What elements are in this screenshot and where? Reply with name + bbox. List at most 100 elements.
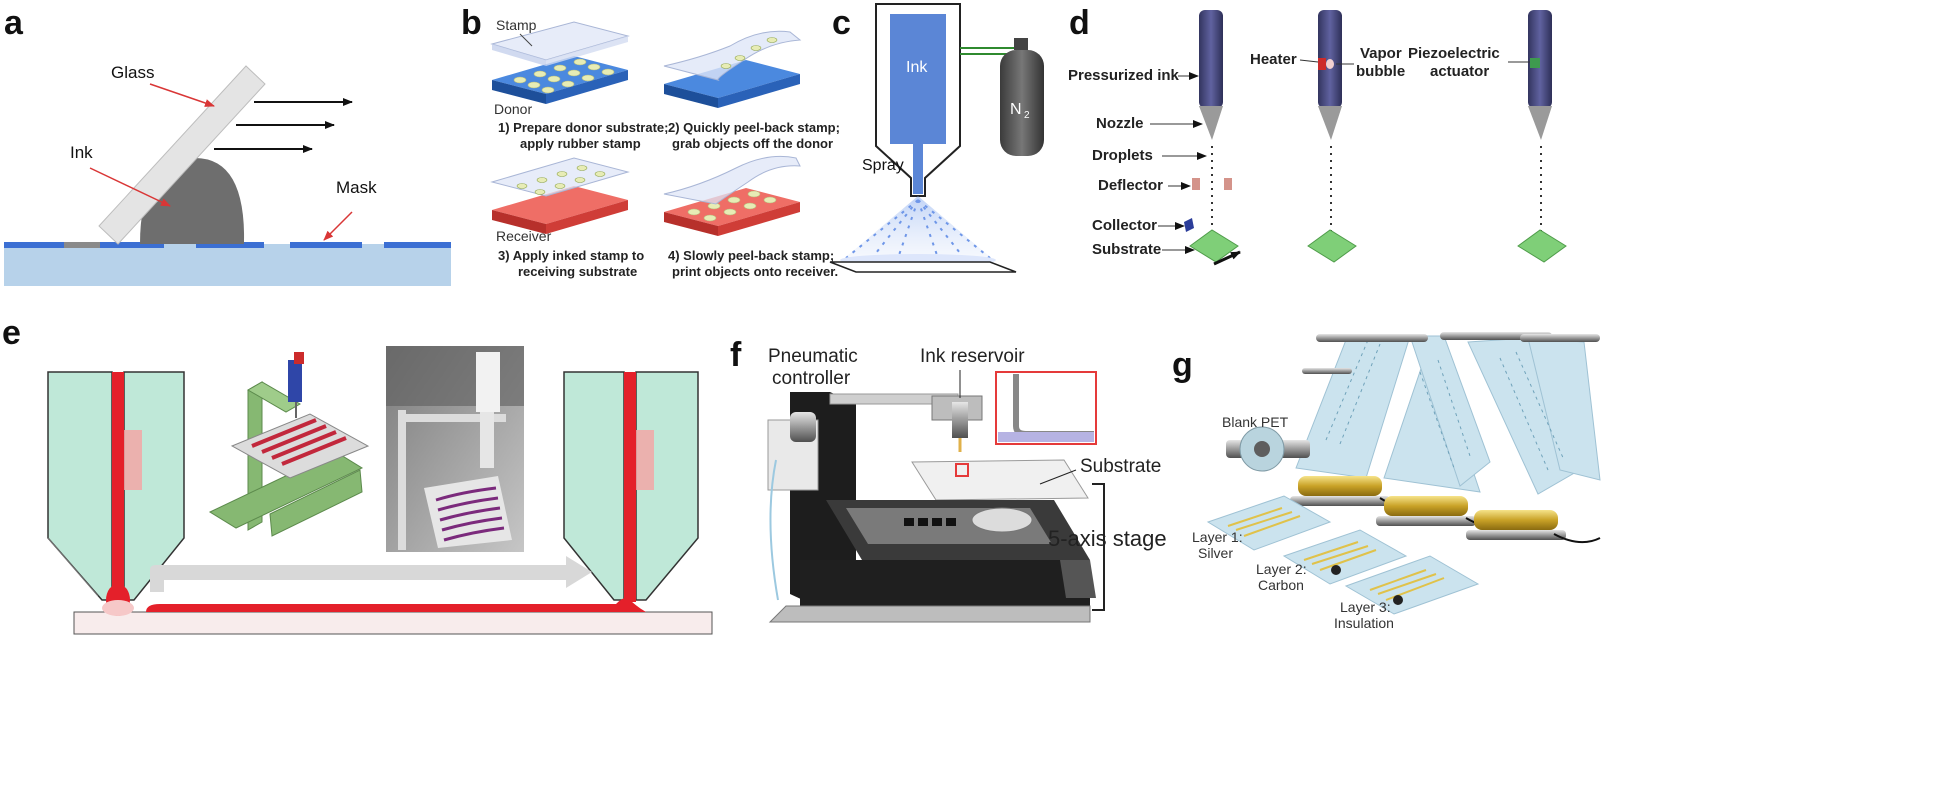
deflector-right [1224,178,1232,190]
stage-bolts [904,518,956,526]
panel-a-substrate [4,244,451,286]
panel-a-letter: a [4,4,24,42]
right-heat-zone [636,430,654,490]
label-vapor-1: Vapor [1360,45,1402,62]
label-collector: Collector [1092,217,1157,234]
donor2-side [664,84,718,108]
stage-bracket [1092,483,1105,611]
inset-ink-layer [998,432,1094,442]
stamp-side [492,44,546,66]
photo-printhead-body [480,412,494,468]
step1-line2: apply rubber stamp [520,136,641,151]
guide-rollers [1302,332,1600,374]
receiver4-side [664,212,718,236]
n2-cylinder [1000,50,1044,156]
label-mask: Mask [336,178,377,197]
label-substrate-f: Substrate [1080,456,1161,477]
photo-rail-top [406,414,506,422]
printed-lines [251,418,347,466]
pet-web [1295,335,1601,495]
collector [1184,218,1194,232]
label-nozzle: Nozzle [1096,115,1144,132]
step4-line1: 4) Slowly peel-back stamp; [668,248,834,263]
label-layer2-2: Carbon [1258,577,1304,593]
thermal-printhead [1307,10,1357,263]
pressurized-cartridge [1199,10,1223,108]
left-heat-zone [124,430,142,490]
printed-objects [687,190,777,222]
spray-substrate [829,261,1017,273]
receiver-front [546,200,628,234]
substrate-motion-arrow [1213,250,1241,266]
piezo-substrate [1517,229,1567,263]
label-pneumatic-1: Pneumatic [768,346,858,367]
piezo-printhead [1517,10,1567,263]
step4-illustration [663,155,801,236]
label-receiver: Receiver [496,228,552,244]
panel-d-letter: d [1069,4,1090,42]
label-pneumatic-2: controller [772,368,851,389]
stamp3-top [490,157,630,197]
ink-gap [64,242,100,248]
left-ink-spot [102,600,134,616]
stamp-peeling [663,30,802,81]
thermal-nozzle [1318,106,1342,140]
glass-blade [98,65,266,245]
label-layer1-1: Layer 1: [1192,529,1243,545]
label-layer3-1: Layer 3: [1340,599,1391,615]
donor2-top [664,60,800,98]
label-ink-c: Ink [906,59,928,76]
label-5-axis-stage: 5-axis stage [1048,526,1167,551]
photo-printhead [476,352,500,412]
panel-b-letter: b [461,4,482,42]
label-pressurized-ink: Pressurized ink [1068,67,1180,84]
donor-objects [513,58,615,94]
pointer-glass [149,83,215,107]
printer-photo [386,346,524,552]
label-layer2-1: Layer 2: [1256,561,1307,577]
right-ink-column [624,372,636,602]
donor-front [546,70,628,104]
label-glass: Glass [111,63,154,82]
vapor-bubble [1326,59,1334,69]
label-piezo-2: actuator [1430,63,1489,80]
receiver-side [492,210,546,234]
base-plate [768,605,1091,623]
printer-arm [246,381,302,413]
label-stamp: Stamp [496,17,537,33]
label-n2: N [1010,101,1022,118]
print-unit-3 [1466,510,1601,544]
pointer-substrate-f [1039,469,1077,485]
print-unit-1 [1290,476,1421,509]
pointer-stamp [519,33,533,47]
step2-illustration [663,30,802,108]
label-heater: Heater [1250,51,1297,68]
step3-illustration [490,157,630,234]
ink-reservoir-syringe [952,402,968,438]
printer-head-cap [294,352,304,364]
ink-channel [913,144,923,194]
nozzle-tip [1199,106,1223,140]
step4-line2: print objects onto receiver. [672,264,838,279]
label-layer1-2: Silver [1198,545,1233,561]
label-blank-pet: Blank PET [1222,414,1289,430]
panel-d: d Pressurized ink Nozzle Droplets Deflec… [1068,4,1567,266]
piezo-nozzle [1528,106,1552,140]
label-droplets: Droplets [1092,147,1153,164]
panel-a: a Glass Ink Mask [4,4,451,286]
stamp-front [546,36,628,66]
photo-printed-traces [435,486,505,542]
cij-substrate [1189,229,1239,263]
panel-f-letter: f [730,336,742,374]
spray-droplets [845,199,991,259]
label-ink-reservoir: Ink reservoir [920,346,1025,367]
mask-segment [384,242,451,248]
step3-line2: receiving substrate [518,264,637,279]
photo-background [386,346,524,406]
panel-f: f Pneumatic controller Ink reservoir Sub… [730,336,1167,623]
rotary-stage [971,507,1033,533]
pneumatic-valve [790,412,816,442]
mask-segment [4,242,64,248]
